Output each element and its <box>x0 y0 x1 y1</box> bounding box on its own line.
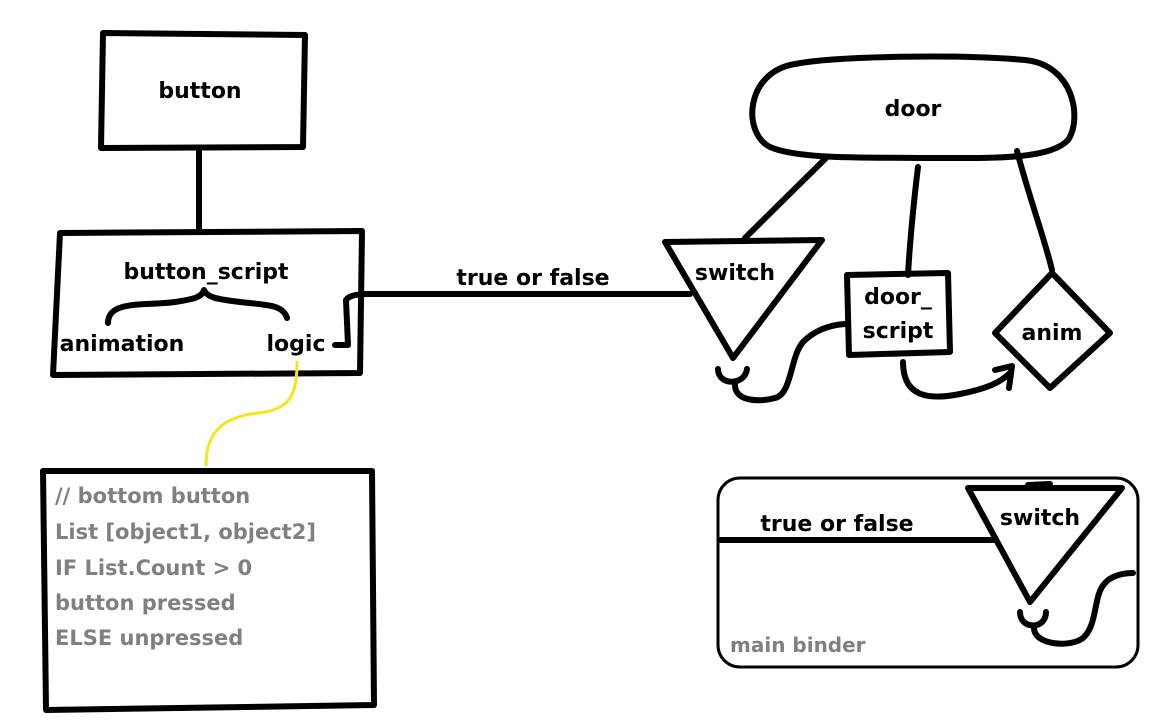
door-to-script-connector <box>905 164 921 278</box>
main-binder-output-connector <box>1031 570 1136 647</box>
door-script-label-line1: door_ <box>864 285 932 310</box>
animation-label: animation <box>60 332 185 357</box>
brace-icon <box>105 287 290 326</box>
switch-label: switch <box>695 261 775 286</box>
main-binder-switch-label: switch <box>1000 506 1080 531</box>
code-line: // bottom button <box>55 484 250 508</box>
signal-label: true or false <box>456 266 609 291</box>
switch-port-icon <box>715 366 750 385</box>
switch-to-door-script-connector <box>732 321 848 404</box>
code-line: button pressed <box>55 591 236 615</box>
door-script-node: door_ script <box>844 270 953 358</box>
button-node: button <box>98 30 308 151</box>
door-to-anim-connector <box>1014 148 1055 273</box>
main-binder-switch-notch <box>1025 481 1053 488</box>
logic-label: logic <box>267 332 326 357</box>
button-label: button <box>158 79 241 104</box>
arrowhead-icon <box>992 363 1015 391</box>
door-script-to-anim-connector <box>900 359 1013 400</box>
door-node: door <box>749 53 1078 162</box>
main-binder-switch-node <box>965 485 1125 605</box>
code-note: // bottom button List [object1, object2]… <box>40 468 377 713</box>
code-line: List [object1, object2] <box>55 520 316 544</box>
main-binder-signal-label: true or false <box>760 512 913 537</box>
door-to-switch-connector <box>742 155 829 241</box>
button-script-label: button_script <box>123 260 288 285</box>
anim-label: anim <box>1022 321 1083 346</box>
signal-connector <box>332 291 693 348</box>
main-binder-switch-port-icon <box>1017 609 1049 629</box>
door-script-label-line2: script <box>863 319 934 344</box>
button-script-node: button_script animation logic <box>50 228 365 378</box>
main-binder-caption: main binder <box>730 633 866 657</box>
anim-node: anim <box>992 270 1113 391</box>
logic-to-code-connector <box>204 360 299 467</box>
door-label: door <box>885 97 942 122</box>
switch-node: switch <box>662 237 825 385</box>
code-line: ELSE unpressed <box>55 626 243 650</box>
main-binder-panel: true or false switch main binder <box>716 476 1140 669</box>
code-line: IF List.Count > 0 <box>55 556 252 580</box>
